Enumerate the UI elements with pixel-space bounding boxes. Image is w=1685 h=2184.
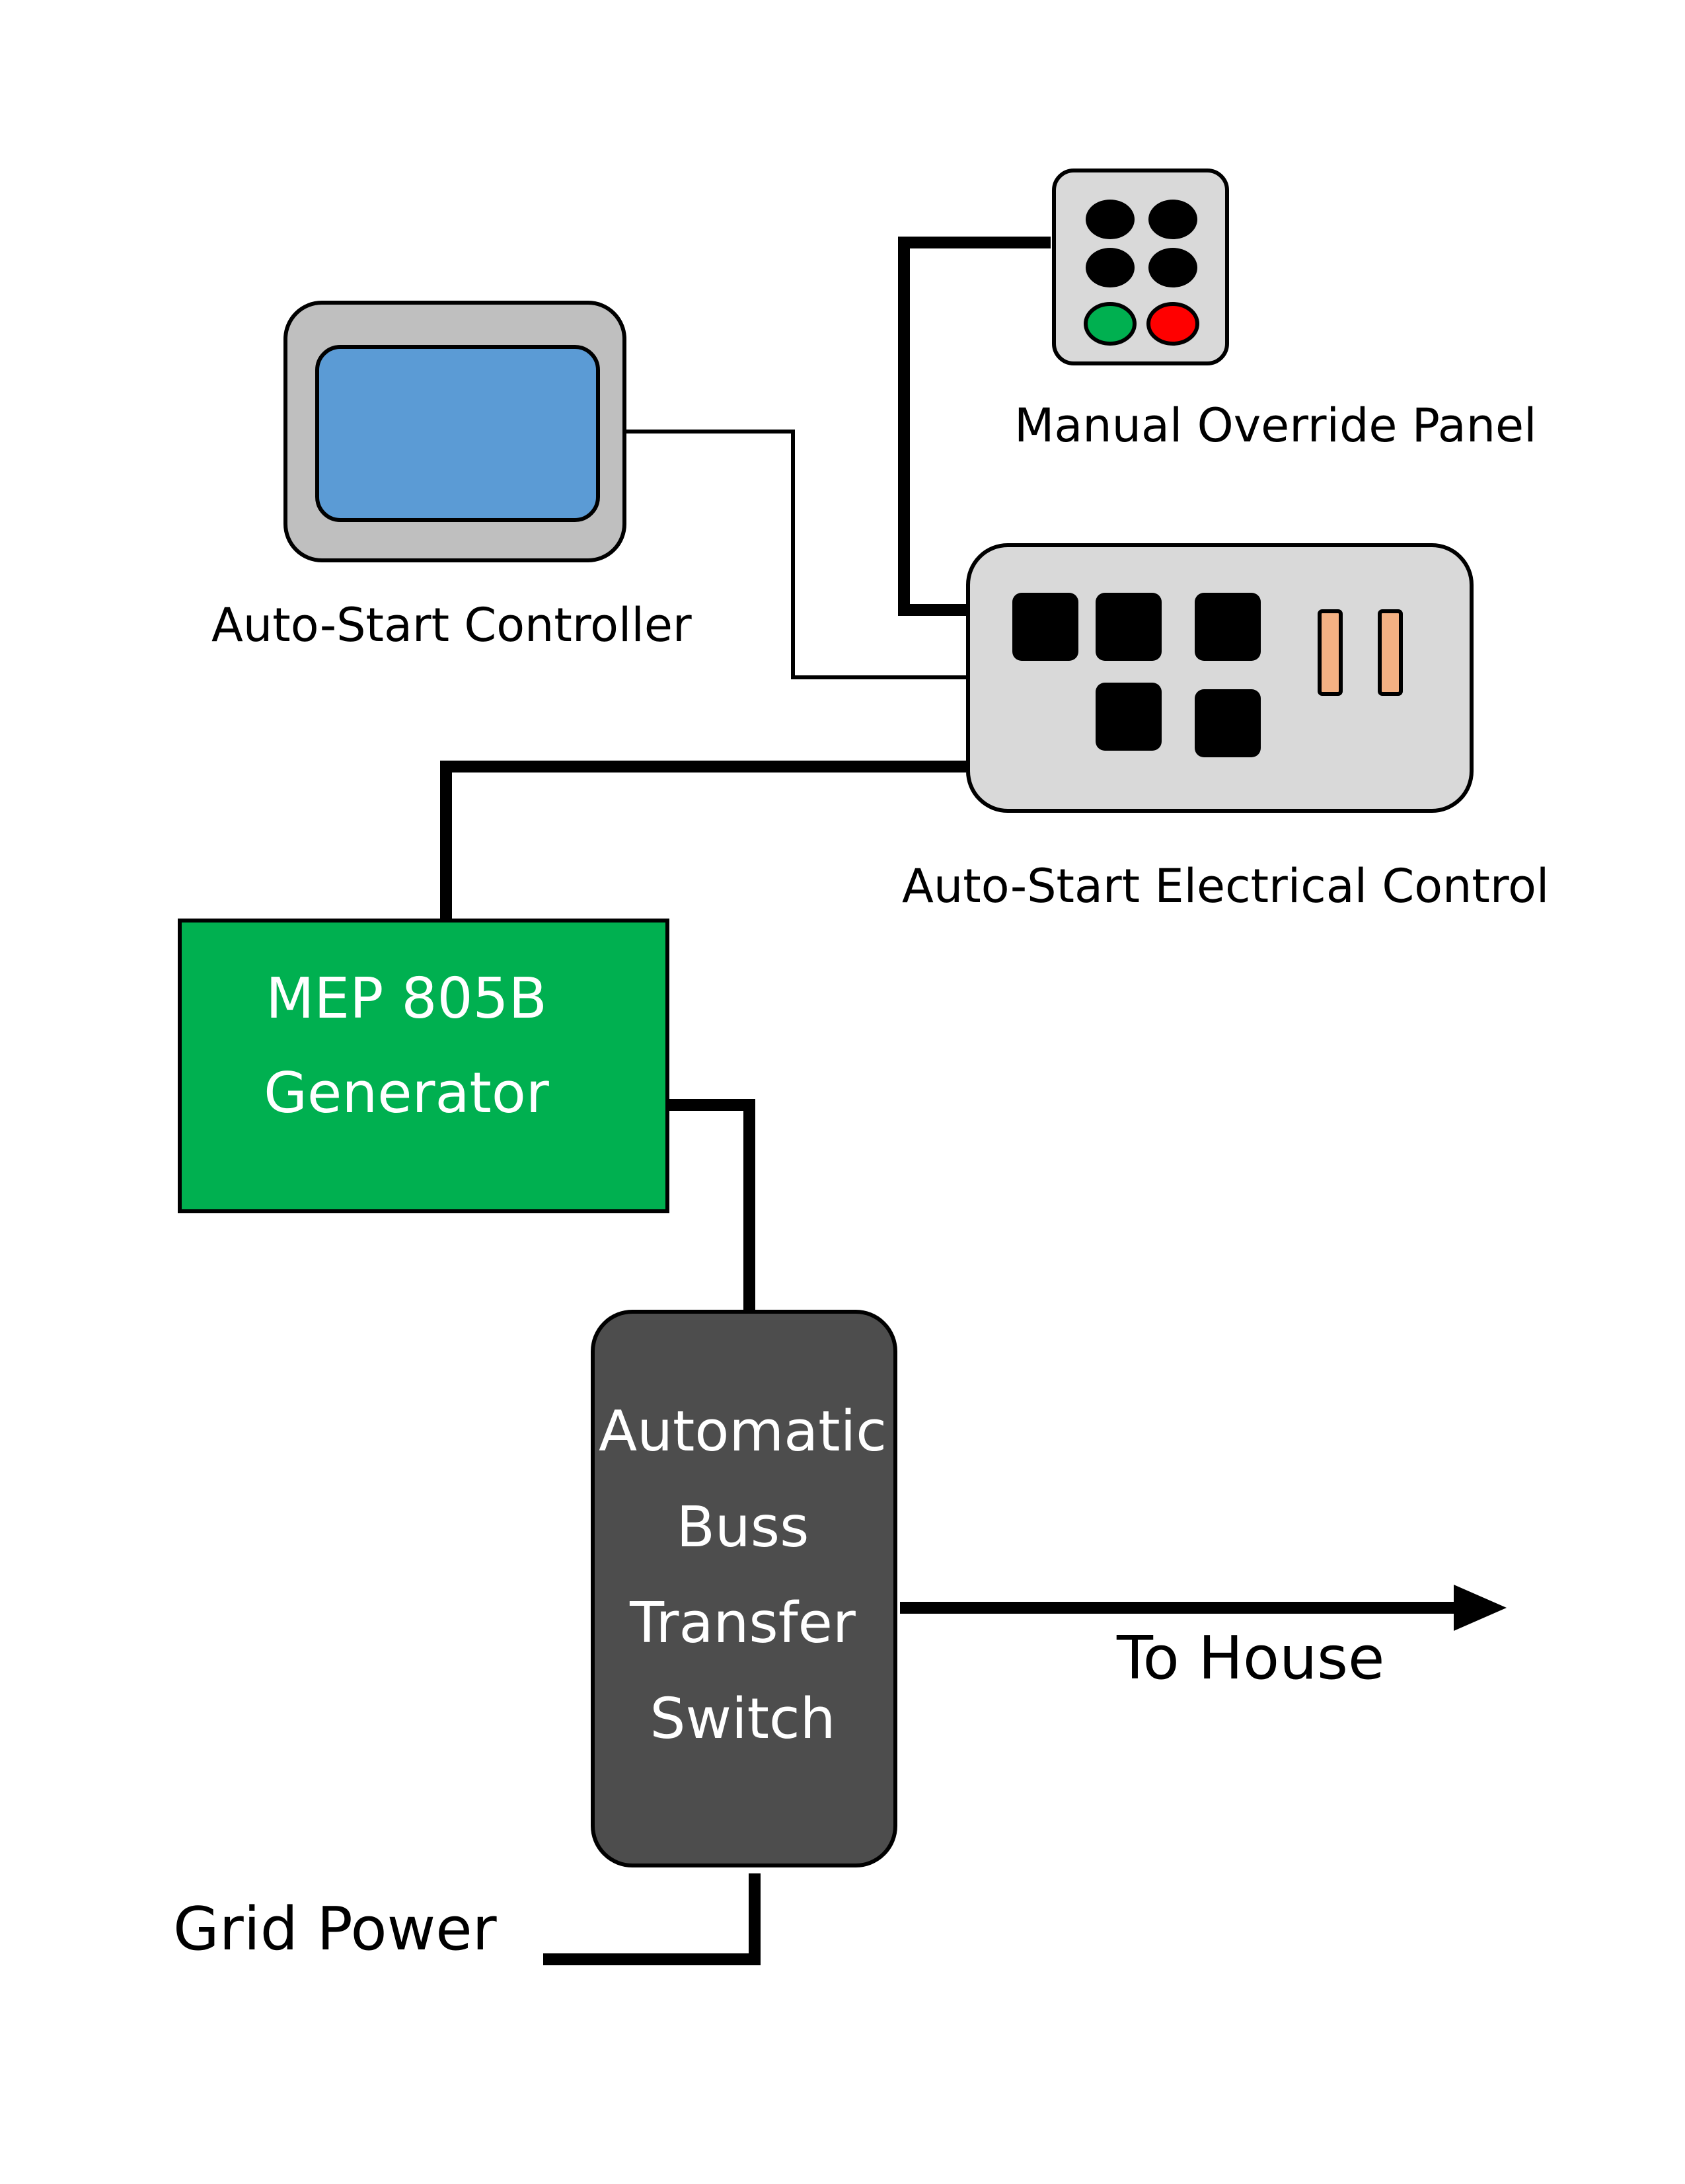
override-button-1 <box>1086 200 1135 239</box>
override-panel-body <box>1052 169 1229 365</box>
override-button-4 <box>1148 248 1197 287</box>
relay-block-3 <box>1195 593 1261 661</box>
override-button-3 <box>1086 248 1135 287</box>
control-to-generator-wire <box>440 761 966 922</box>
relay-block-1 <box>1012 593 1078 661</box>
abts-label-line1: Automatic <box>599 1399 887 1464</box>
abts-label-line4: Switch <box>650 1686 835 1752</box>
auto-start-electrical-control <box>966 543 1474 813</box>
red-indicator-button <box>1146 302 1199 346</box>
generator-to-abts-wire <box>669 1099 755 1315</box>
to-house-label: To House <box>1116 1624 1384 1693</box>
abts-label-line2: Buss <box>677 1495 809 1560</box>
controller-signal-wire <box>624 430 966 679</box>
generator-label-line1: MEP 805B <box>266 966 547 1032</box>
auto-start-electrical-control-label: Auto-Start Electrical Control <box>902 859 1549 913</box>
generator-body <box>178 919 669 1213</box>
manual-override-panel-label: Manual Override Panel <box>1014 398 1537 453</box>
to-house-arrow-icon <box>1454 1585 1507 1631</box>
manual-override-panel <box>1052 169 1229 365</box>
controller-screen <box>315 345 600 522</box>
generator-label-line2: Generator <box>264 1061 549 1126</box>
auto-start-controller-label: Auto-Start Controller <box>211 598 692 652</box>
auto-start-controller <box>283 301 626 562</box>
electrical-control-body <box>966 543 1474 813</box>
fuse-tab-1 <box>1318 609 1343 696</box>
grid-power-label: Grid Power <box>173 1895 497 1964</box>
relay-block-2 <box>1096 593 1162 661</box>
mep-805b-generator: MEP 805B Generator <box>178 919 669 1213</box>
abts-label-line3: Transfer <box>629 1591 856 1656</box>
automatic-buss-transfer-switch: Automatic Buss Transfer Switch <box>591 1310 897 1867</box>
relay-block-5 <box>1195 689 1261 757</box>
grid-power-wire <box>543 1873 761 1965</box>
override-button-2 <box>1148 200 1197 239</box>
fuse-tab-2 <box>1378 609 1403 696</box>
relay-block-4 <box>1096 683 1162 751</box>
override-panel-wire <box>898 237 1051 616</box>
green-indicator-button <box>1084 302 1137 346</box>
abts-body <box>591 1310 897 1867</box>
